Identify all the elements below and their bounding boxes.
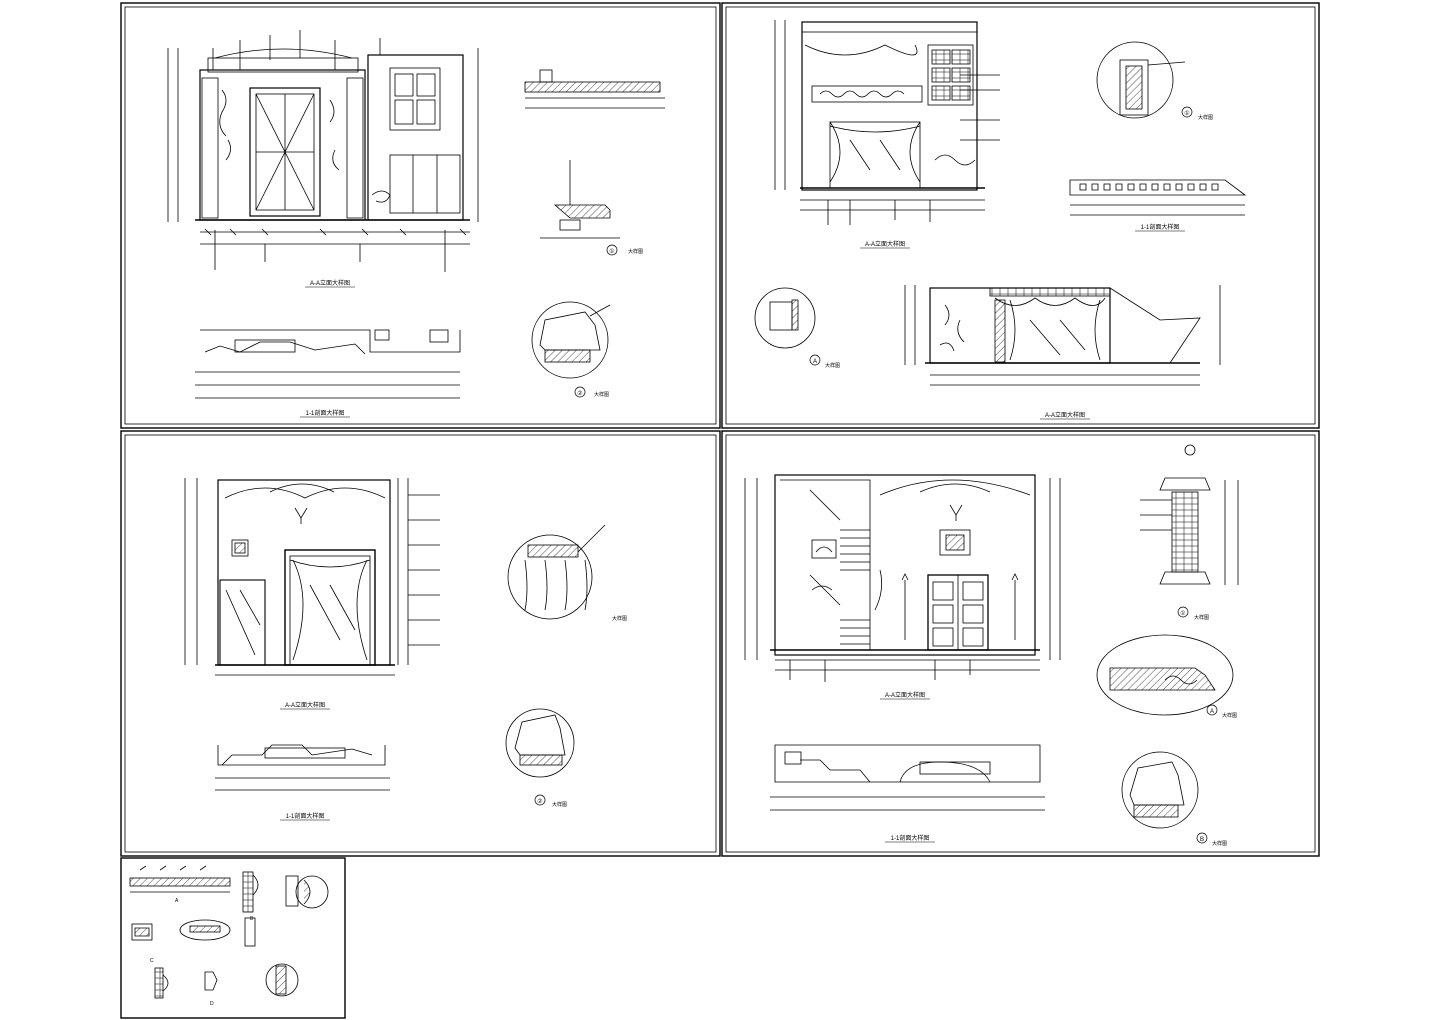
detail-label: 大样图 [1212,840,1227,847]
plan-drawing-bottom-left [215,744,390,791]
detail-marker: ② [577,390,582,397]
plan-title: 1-1剖面大样图 [891,834,930,842]
detail-label: 大样图 [594,391,609,398]
detail-label: 大样图 [552,801,567,808]
circle-detail-bottom-left-2 [505,708,575,778]
main-title: A-A立面大样图 [885,691,925,699]
detail-marker: B [1200,837,1204,843]
elevation-drawing-top-right [774,20,1000,225]
detail-label: 大样图 [1194,614,1209,621]
detail-label: 大样图 [1198,114,1213,121]
main-title: A-A立面大样图 [285,701,325,709]
detail-marker: A [1210,709,1214,715]
detail-marker: ① [1184,110,1189,117]
detail-marker: D [210,1001,214,1007]
circle-detail-bottom-right-2 [1121,751,1199,829]
detail-label: 大样图 [825,362,840,369]
section-detail-top-left-1 [524,69,665,239]
detail-label: 大样图 [1222,712,1237,719]
elevation-drawing-top-left [167,30,479,272]
main-title: A-A立面大样图 [865,240,905,248]
elevation-drawing-bottom-left [184,478,440,676]
elevation-drawing-top-right-2 [904,285,1221,386]
detail-marker: A [813,359,817,365]
plan-drawing-bottom-right [770,744,1045,811]
plan-title: 1-1剖面大样图 [1141,223,1180,231]
small-panel-labels: A B C D [150,898,254,1007]
titles-bottom-right: A-A立面大样图 1-1剖面大样图 ① 大样图 A 大样图 B 大样图 [880,606,1237,847]
titles-top-left: A-A立面大样图 1-1剖面大样图 ① 大样图 ② 大样图 [300,244,643,418]
plan-title: 1-1剖面大样图 [286,812,325,820]
panel-frame-bottom-left [120,430,721,857]
circle-detail-top-right-2 [754,287,816,349]
panel-frame-small [120,857,346,1019]
panel-frame-top-left [120,2,721,429]
circle-detail-bottom-left [507,524,606,620]
section-detail-top-right [1069,179,1247,216]
detail-marker: B [250,916,254,922]
elevation-drawing-bottom-right [744,474,1061,682]
detail-marker: ① [1180,610,1185,617]
circle-detail-top-right-1 [1096,41,1186,119]
detail-marker: A [175,898,179,904]
details-small-panel [129,865,329,999]
detail-marker: C [150,958,154,964]
plan-drawing-top-left [195,329,461,399]
panel-frame-top-right [721,2,1320,429]
detail-label: 大样图 [628,248,643,255]
plan-title: 1-1剖面大样图 [306,409,345,417]
detail-marker: ① [609,248,614,255]
panel-frame-bottom-right [721,430,1320,857]
column-detail-bottom-right [1140,444,1239,585]
detail-marker: ② [537,798,542,805]
titles-top-right: A-A立面大样图 1-1剖面大样图 A-A立面大样图 ① 大样图 A 大样图 [809,106,1213,420]
main-title: A-A立面大样图 [1045,411,1085,419]
circle-detail-bottom-right-1 [1096,634,1234,716]
titles-bottom-left: A-A立面大样图 1-1剖面大样图 ② 大样图 大样图 [280,615,627,821]
circle-detail-top-left [531,301,611,379]
main-title: A-A立面大样图 [310,279,350,287]
detail-label: 大样图 [612,615,627,622]
